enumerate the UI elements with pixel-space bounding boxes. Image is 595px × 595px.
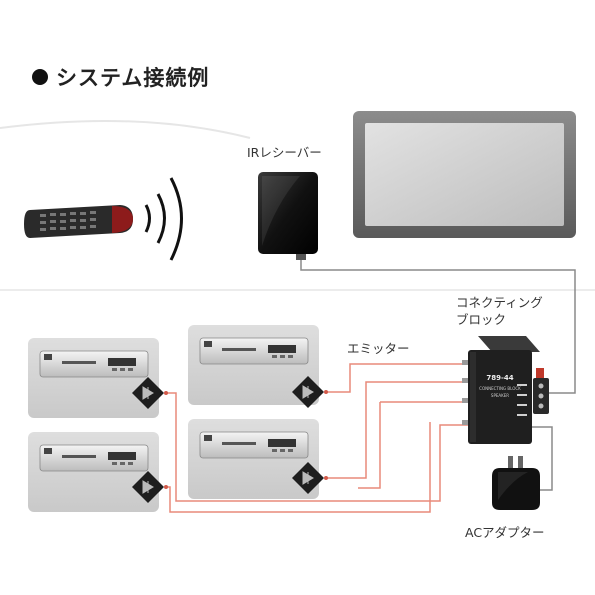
heading-text: システム接続例	[56, 66, 210, 90]
emitter-label: エミッター	[347, 341, 410, 356]
ac-adapter-device	[492, 456, 540, 510]
ir-receiver-label: IRレシーバー	[247, 145, 322, 160]
background-curve	[0, 119, 251, 139]
av-player-2	[199, 337, 309, 365]
emitter-cables	[165, 363, 468, 513]
connecting-block-label-line1: コネクティング	[456, 295, 543, 310]
av-player-4	[199, 431, 309, 459]
emitter-1	[132, 377, 168, 409]
av-player-1	[39, 350, 149, 378]
ir-receiver-device	[258, 172, 318, 260]
connecting-block-label-line2: ブロック	[456, 312, 507, 327]
remote-control	[24, 205, 133, 238]
emitter-2	[292, 376, 328, 408]
block-model: 789-44	[486, 374, 513, 382]
block-label-line3: SPEAKER	[491, 393, 509, 398]
device-panel-1	[28, 338, 159, 418]
emitter-4	[292, 462, 328, 494]
ir-cable	[300, 260, 576, 394]
emitter-3	[132, 471, 168, 503]
block-label-line2: CONNECTING BLOCK	[479, 386, 521, 391]
av-player-3	[39, 444, 149, 472]
ac-cable	[532, 426, 553, 491]
device-panel-3	[28, 432, 159, 512]
bullet-icon	[32, 69, 48, 85]
connecting-block-device: 789-44 CONNECTING BLOCK SPEAKER	[462, 336, 549, 444]
device-panel-4	[188, 419, 319, 499]
ac-adapter-label: ACアダプター	[465, 525, 545, 540]
section-heading: システム接続例	[32, 62, 209, 92]
tv-monitor	[353, 111, 576, 238]
ir-signal-waves-icon	[144, 177, 183, 261]
